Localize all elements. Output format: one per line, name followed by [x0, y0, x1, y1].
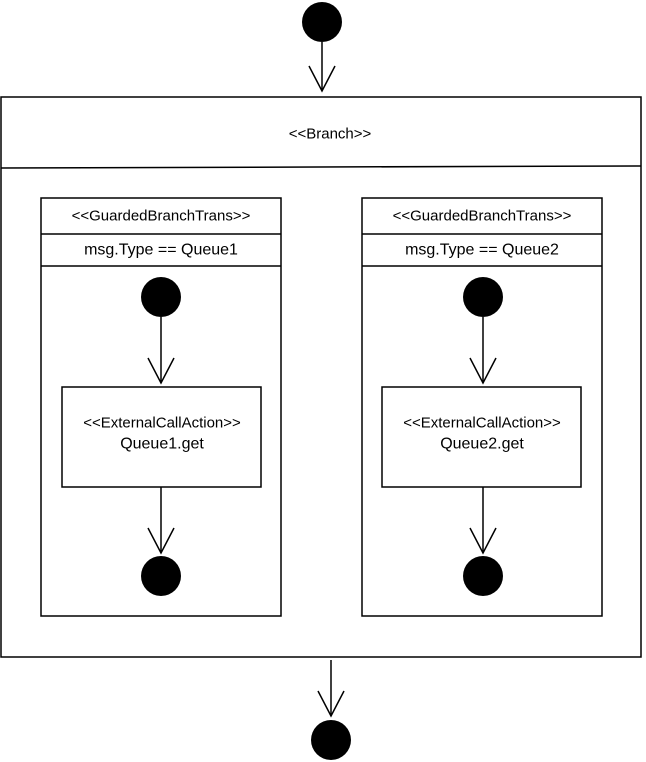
- transition-2-arrowhead-to-final: [469, 527, 497, 555]
- branch-stereotype-label: <<Branch>>: [289, 126, 372, 143]
- transition-1-action-stereotype: <<ExternalCallAction>>: [83, 415, 241, 432]
- transition-2-stereotype-label: <<GuardedBranchTrans>>: [393, 208, 572, 225]
- transition-2-action-name: Queue2.get: [440, 436, 524, 453]
- transition-1-action-box: [61, 386, 262, 488]
- transition-1-stereotype-label: <<GuardedBranchTrans>>: [72, 208, 251, 225]
- branch-header-divider: [0, 165, 642, 169]
- end-node[interactable]: [311, 720, 351, 760]
- arrowhead-start-to-branch: [308, 65, 336, 93]
- transition-1-arrowhead-to-action: [147, 357, 175, 385]
- transition-2-arrowhead-to-action: [469, 357, 497, 385]
- transition-1-guard-label: msg.Type == Queue1: [84, 242, 238, 259]
- transition-2-action-box: [381, 386, 582, 488]
- transition-1-arrowhead-to-final: [147, 527, 175, 555]
- start-node[interactable]: [302, 2, 342, 42]
- transition-1-action-name: Queue1.get: [120, 436, 204, 453]
- transition-2-action-stereotype: <<ExternalCallAction>>: [403, 415, 561, 432]
- transition-1-initial-node[interactable]: [141, 277, 181, 317]
- guarded-branch-trans-1[interactable]: <<GuardedBranchTrans>> msg.Type == Queue…: [40, 197, 282, 617]
- transition-1-final-node[interactable]: [141, 556, 181, 596]
- transition-1-action[interactable]: <<ExternalCallAction>> Queue1.get: [61, 386, 262, 488]
- transition-2-final-node[interactable]: [463, 556, 503, 596]
- arrowhead-branch-to-end: [317, 690, 345, 718]
- transition-2-guard-label: msg.Type == Queue2: [405, 242, 559, 259]
- transition-2-initial-node[interactable]: [463, 277, 503, 317]
- guarded-branch-trans-2[interactable]: <<GuardedBranchTrans>> msg.Type == Queue…: [361, 197, 603, 617]
- transition-2-action[interactable]: <<ExternalCallAction>> Queue2.get: [381, 386, 582, 488]
